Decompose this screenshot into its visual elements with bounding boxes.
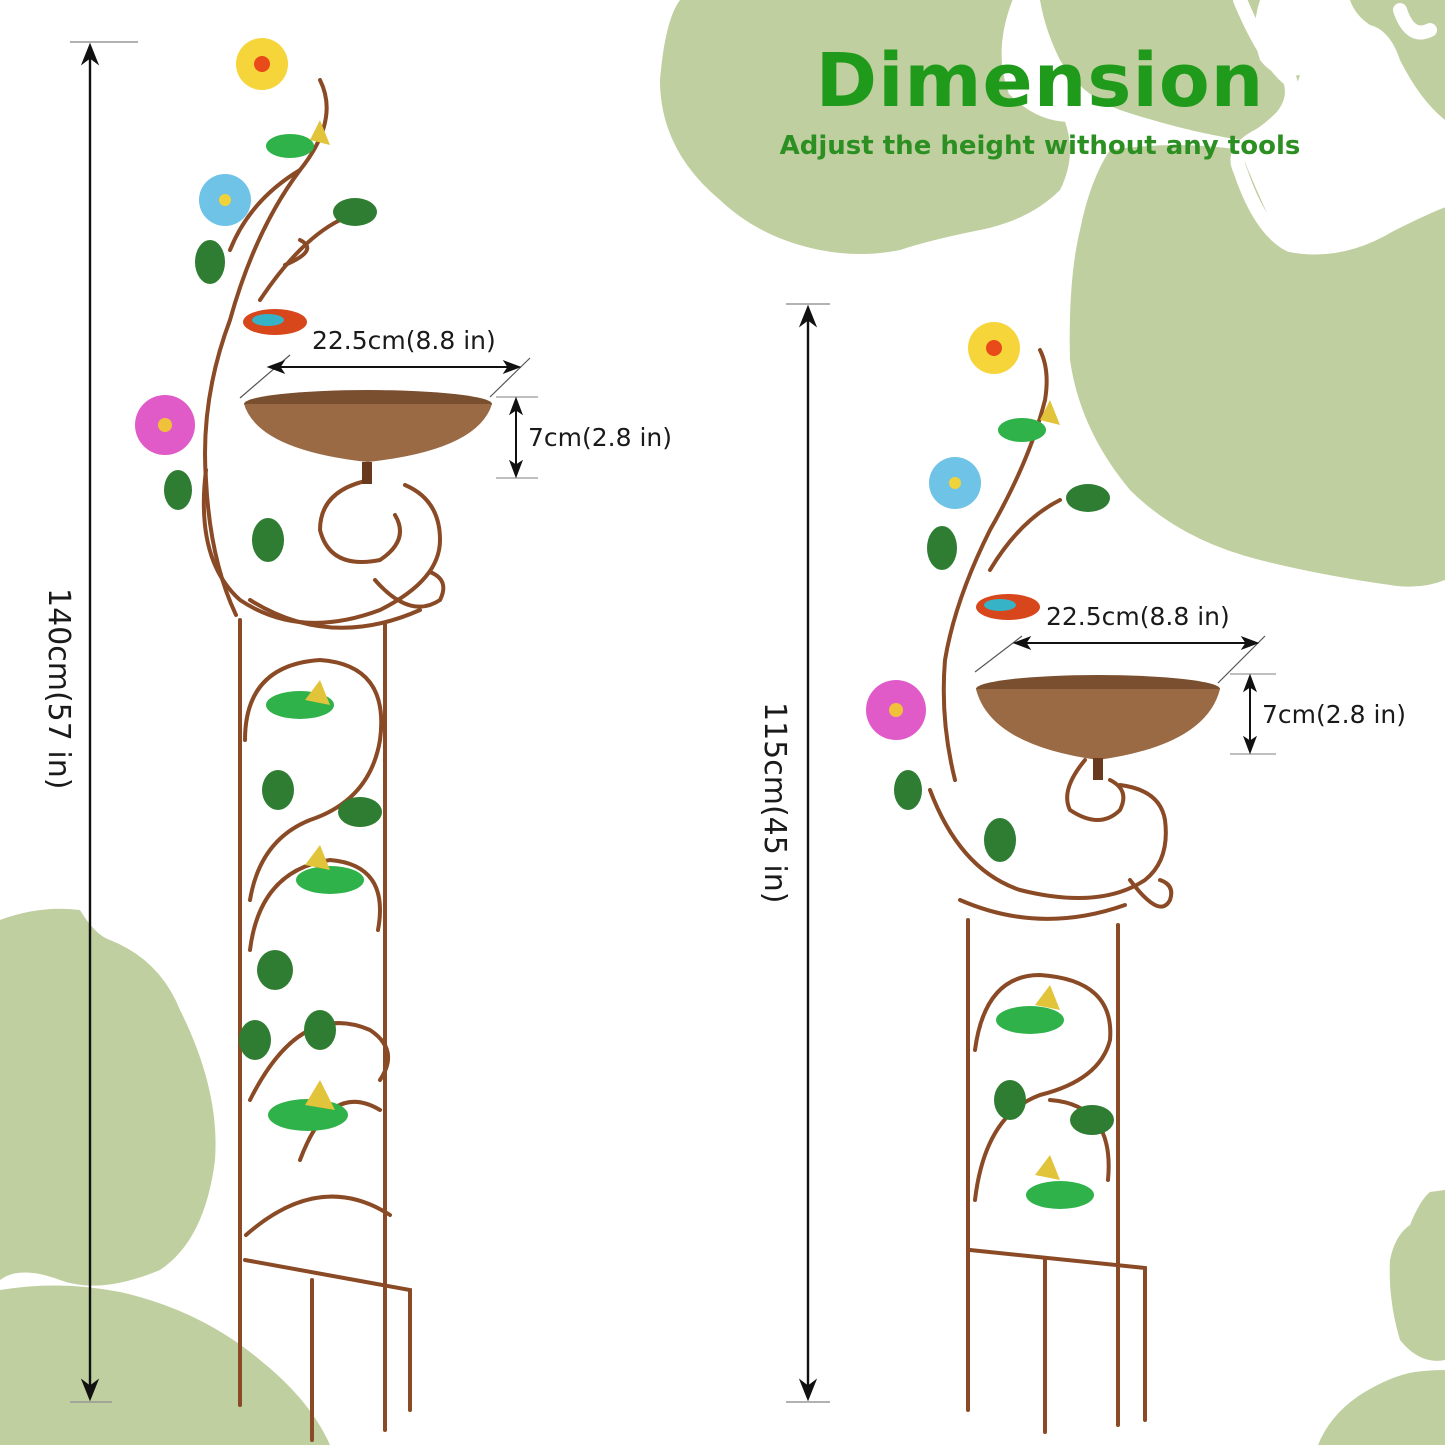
left-bowl-width-label: 22.5cm(8.8 in) xyxy=(312,326,496,355)
right-height-dimension-line xyxy=(786,303,830,1403)
right-birdbath-product xyxy=(866,322,1220,1434)
left-height-dimension-line xyxy=(70,41,138,1403)
right-bowl-depth-label: 7cm(2.8 in) xyxy=(1262,700,1407,729)
right-height-label: 115cm(45 in) xyxy=(757,702,792,904)
left-height-label: 140cm(57 in) xyxy=(41,588,76,790)
left-birdbath-product xyxy=(135,38,492,1442)
page-subtitle: Adjust the height without any tools xyxy=(779,131,1301,161)
left-bowl-dimension-lines xyxy=(239,354,538,479)
decorative-white-swirls xyxy=(993,0,1445,255)
page-title: Dimension xyxy=(815,38,1265,124)
right-bowl-width-label: 22.5cm(8.8 in) xyxy=(1046,602,1230,631)
left-bowl-depth-label: 7cm(2.8 in) xyxy=(528,423,673,452)
right-bowl-dimension-lines xyxy=(974,635,1276,755)
